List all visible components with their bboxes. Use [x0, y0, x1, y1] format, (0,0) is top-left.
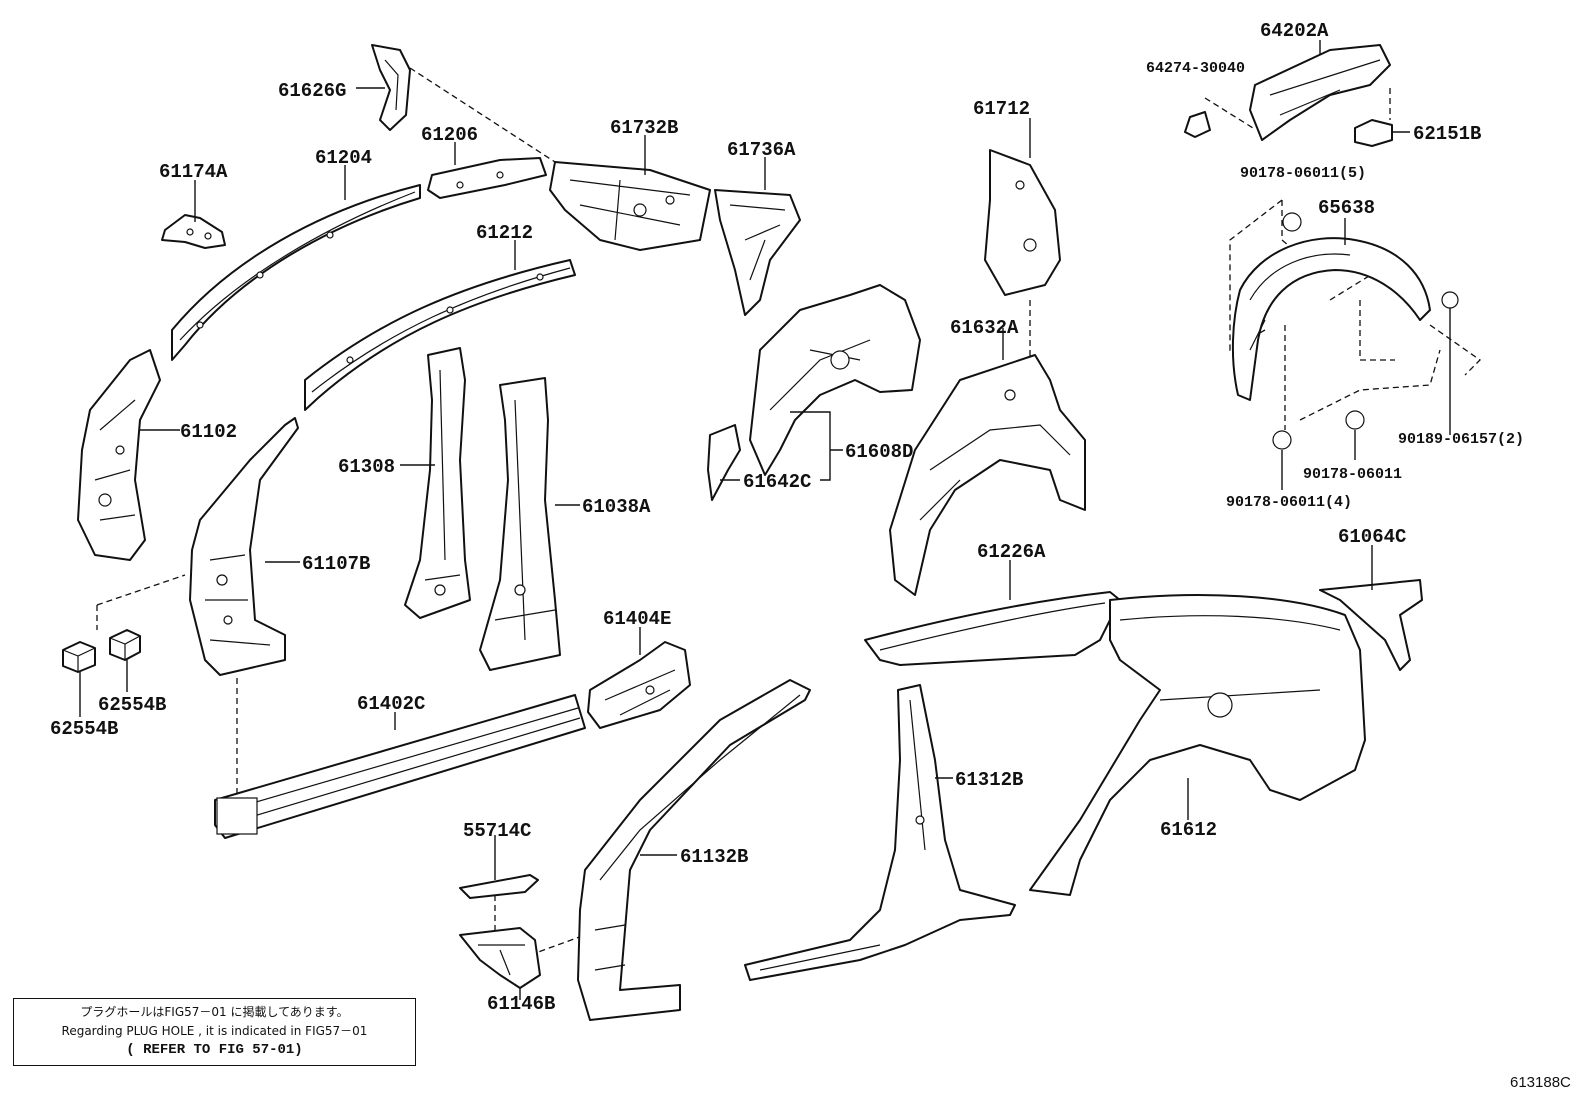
label-61402C[interactable]: 61402C — [357, 693, 425, 715]
part-61212 — [304, 259, 576, 411]
part-61402C — [214, 694, 586, 839]
part-62554B-pads — [62, 629, 141, 673]
part-61174A — [161, 214, 226, 249]
label-61626G[interactable]: 61626G — [278, 80, 346, 102]
part-61736A — [714, 189, 801, 316]
clip-fasteners — [1272, 212, 1459, 450]
part-61132B — [577, 679, 811, 1021]
label-61107B[interactable]: 61107B — [302, 553, 370, 575]
leader-lines — [79, 40, 1451, 1000]
label-61608D[interactable]: 61608D — [845, 441, 913, 463]
label-62554B-lower[interactable]: 62554B — [50, 718, 118, 740]
part-61608D — [749, 284, 921, 476]
part-61107B — [189, 417, 299, 676]
figure-id: 613188C — [1510, 1074, 1571, 1091]
part-61712 — [984, 149, 1061, 296]
label-61174A[interactable]: 61174A — [159, 161, 228, 183]
label-64202A[interactable]: 64202A — [1260, 20, 1329, 42]
label-62151B[interactable]: 62151B — [1413, 123, 1481, 145]
label-90178-06011[interactable]: 90178-06011 — [1303, 466, 1402, 483]
label-62554B-upper[interactable]: 62554B — [98, 694, 166, 716]
label-65638[interactable]: 65638 — [1318, 197, 1375, 219]
part-65638 — [1231, 237, 1431, 401]
note-english: Regarding PLUG HOLE , it is indicated in… — [61, 1024, 368, 1038]
label-61132B[interactable]: 61132B — [680, 846, 748, 868]
part-61226A — [864, 591, 1121, 666]
label-61308[interactable]: 61308 — [338, 456, 395, 478]
label-61712[interactable]: 61712 — [973, 98, 1030, 120]
part-61146B — [459, 927, 541, 989]
label-61102[interactable]: 61102 — [180, 421, 237, 443]
reference-note: プラグホールはFIG57－01 に掲載してあります。 Regarding PLU… — [13, 998, 416, 1066]
part-61206 — [427, 157, 547, 199]
label-61612[interactable]: 61612 — [1160, 819, 1217, 841]
label-61146B[interactable]: 61146B — [487, 993, 555, 1015]
part-61204 — [171, 184, 421, 361]
label-64274-30040[interactable]: 64274-30040 — [1146, 60, 1245, 77]
part-labels: 61626G 61206 61732B 61736A 61174A 61204 … — [50, 20, 1524, 1015]
part-64202A — [1249, 44, 1391, 141]
label-61206[interactable]: 61206 — [421, 124, 478, 146]
part-61642C — [707, 424, 741, 501]
label-90178-06011-5[interactable]: 90178-06011(5) — [1240, 165, 1366, 182]
note-refer-link[interactable]: ( REFER TO FIG 57-01) — [126, 1042, 303, 1058]
label-61312B[interactable]: 61312B — [955, 769, 1023, 791]
label-61038A[interactable]: 61038A — [582, 496, 651, 518]
label-61404E[interactable]: 61404E — [603, 608, 671, 630]
label-61736A[interactable]: 61736A — [727, 139, 796, 161]
part-61612 — [1029, 594, 1366, 896]
part-61102 — [77, 349, 161, 561]
part-61632A — [889, 354, 1086, 596]
label-90189-06157-2[interactable]: 90189-06157(2) — [1398, 431, 1524, 448]
label-61204[interactable]: 61204 — [315, 147, 372, 169]
label-61642C[interactable]: 61642C — [743, 471, 811, 493]
label-90178-06011-4[interactable]: 90178-06011(4) — [1226, 494, 1352, 511]
part-61038A — [479, 377, 561, 671]
part-61312B — [744, 684, 1016, 981]
part-62151B — [1354, 119, 1393, 147]
part-61308 — [404, 347, 471, 619]
part-61404E — [587, 641, 691, 729]
part-61064C — [1319, 579, 1423, 671]
note-japanese: プラグホールはFIG57－01 に掲載してあります。 — [80, 1005, 349, 1019]
label-55714C[interactable]: 55714C — [463, 820, 531, 842]
part-64274-30040 — [1184, 111, 1211, 138]
label-61632A[interactable]: 61632A — [950, 317, 1019, 339]
label-61212[interactable]: 61212 — [476, 222, 533, 244]
part-61626G — [371, 44, 411, 131]
label-61226A[interactable]: 61226A — [977, 541, 1046, 563]
label-61732B[interactable]: 61732B — [610, 117, 678, 139]
part-61732B — [549, 161, 711, 251]
part-55714C — [459, 874, 539, 899]
label-61064C[interactable]: 61064C — [1338, 526, 1406, 548]
